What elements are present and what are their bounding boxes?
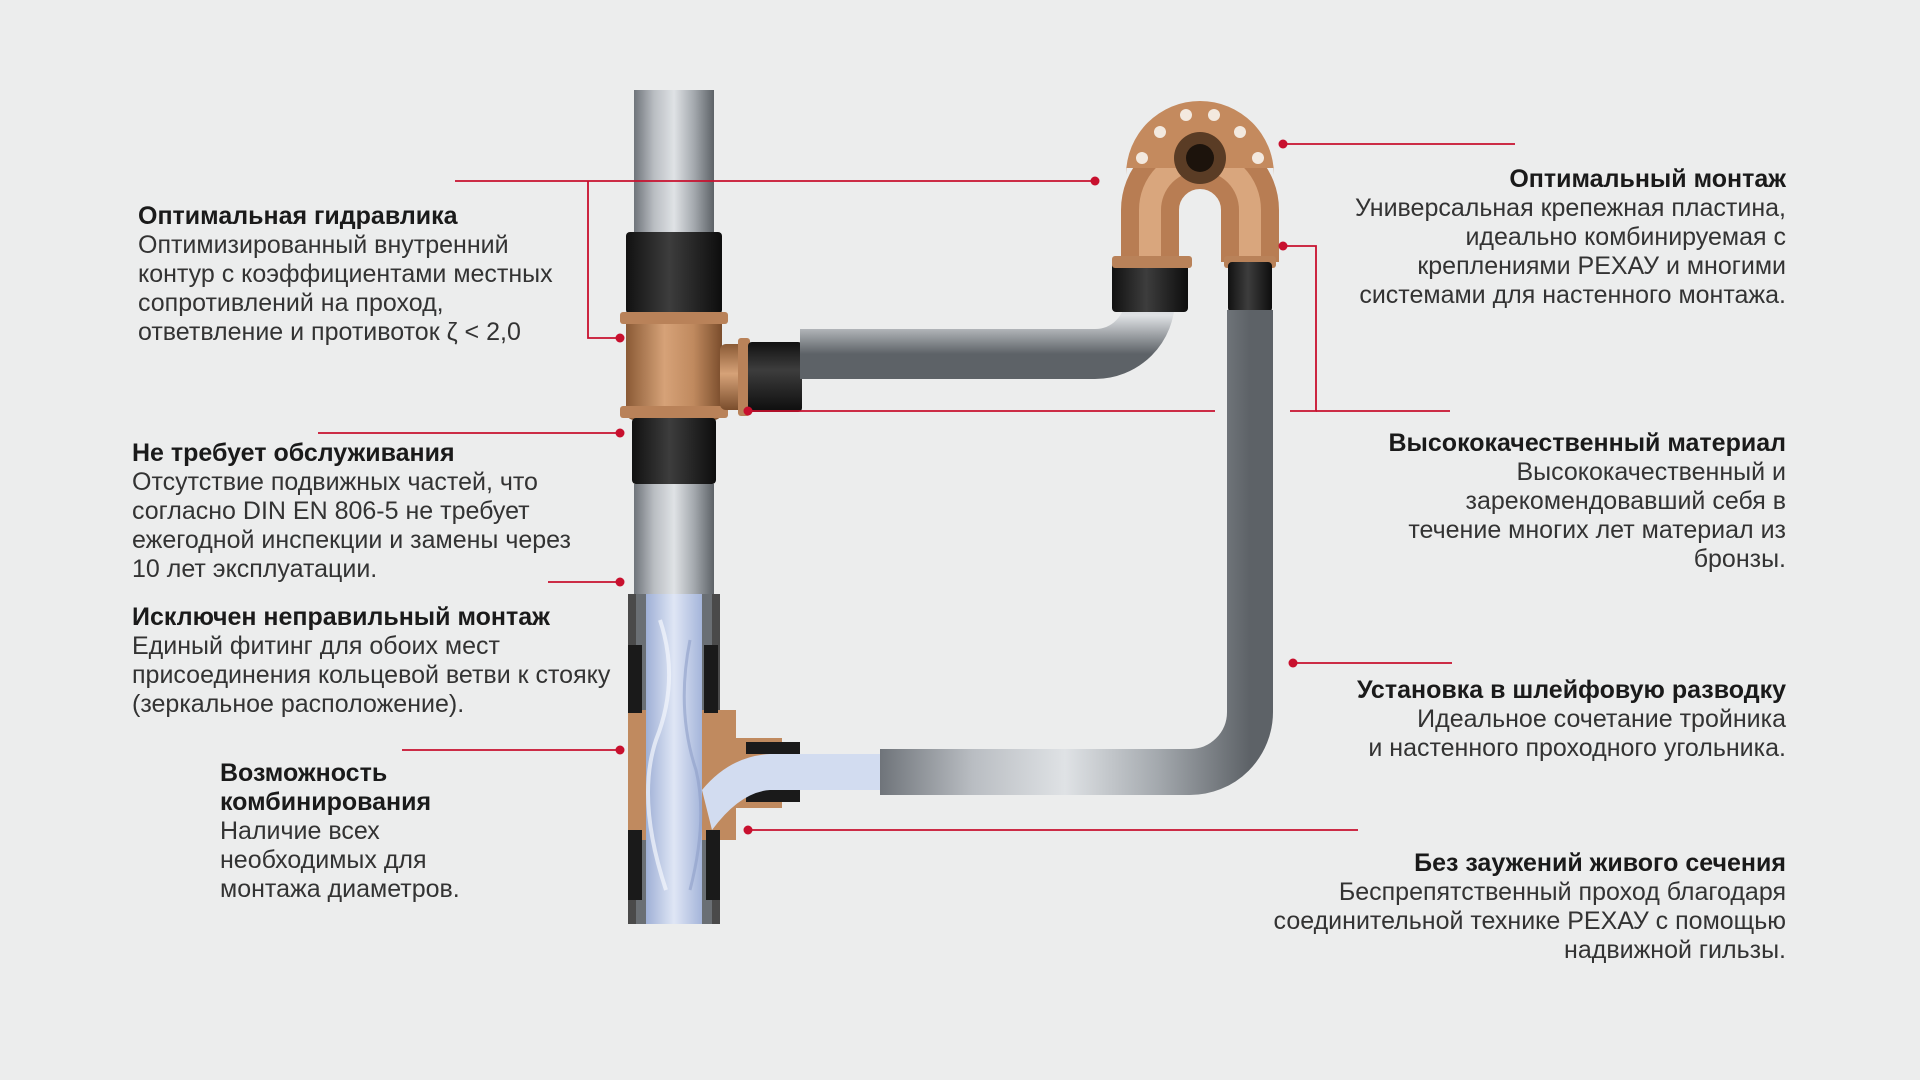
callout-combination-title: Возможность комбинирования xyxy=(220,759,432,816)
elbow-left-sleeve xyxy=(1112,262,1188,312)
callout-mounting: Оптимальный монтаж Универсальная крепежн… xyxy=(1306,165,1786,310)
callout-material-title: Высококачественный материал xyxy=(1388,429,1786,457)
callout-combination: Возможность комбинирования Наличие всех … xyxy=(220,759,580,904)
callout-material-text: Высококачественный и зарекомендовавший с… xyxy=(1408,458,1786,573)
upper-branch-sleeve xyxy=(748,342,802,412)
callout-maintenance: Не требует обслуживания Отсутствие подви… xyxy=(132,439,612,584)
callout-loop: Установка в шлейфовую разводку Идеальное… xyxy=(1316,676,1786,763)
lower-sleeve-top xyxy=(628,645,642,713)
upper-branch-pipe xyxy=(800,268,1175,379)
callout-hydraulics-text: Оптимизированный внутренний контур с коэ… xyxy=(138,231,553,346)
leader-lines xyxy=(318,143,1515,831)
water-flow-branch xyxy=(702,754,880,830)
callout-hydraulics-title: Оптимальная гидравлика xyxy=(138,202,458,230)
callout-wrong-install-text: Единый фитинг для обоих мест присоединен… xyxy=(132,632,611,718)
callout-no-narrowing-title: Без заужений живого сечения xyxy=(1414,849,1786,877)
upper-tee-body xyxy=(626,312,722,420)
riser-sleeve-middle xyxy=(632,418,716,484)
elbow-right-sleeve xyxy=(1228,262,1272,312)
mounting-plate-holes xyxy=(1136,109,1264,164)
callout-loop-title: Установка в шлейфовую разводку xyxy=(1356,676,1786,704)
riser-sleeve-top xyxy=(626,232,722,314)
callout-wrong-install: Исключен неправильный монтаж Единый фити… xyxy=(132,603,622,719)
callout-hydraulics: Оптимальная гидравлика Оптимизированный … xyxy=(138,202,598,347)
callout-maintenance-title: Не требует обслуживания xyxy=(132,439,455,467)
leader-dots xyxy=(615,139,1298,835)
riser-pipe-middle xyxy=(634,484,714,594)
callout-no-narrowing-text: Беспрепятственный проход благодаря соеди… xyxy=(1273,878,1786,964)
callout-mounting-title: Оптимальный монтаж xyxy=(1509,165,1786,193)
callout-maintenance-text: Отсутствие подвижных частей, что согласн… xyxy=(132,468,571,583)
callout-material: Высококачественный материал Высококачест… xyxy=(1316,429,1786,574)
callout-mounting-text: Универсальная крепежная пластина, идеаль… xyxy=(1355,194,1786,309)
lower-sleeve-bottom xyxy=(628,830,642,900)
return-pipe xyxy=(880,310,1273,795)
callout-loop-text: Идеальное сочетание тройника и настенног… xyxy=(1368,705,1786,762)
callout-combination-text: Наличие всех необходимых для монтажа диа… xyxy=(220,817,460,903)
callout-no-narrowing: Без заужений живого сечения Беспрепятств… xyxy=(1266,849,1786,965)
callout-wrong-install-title: Исключен неправильный монтаж xyxy=(132,603,550,631)
